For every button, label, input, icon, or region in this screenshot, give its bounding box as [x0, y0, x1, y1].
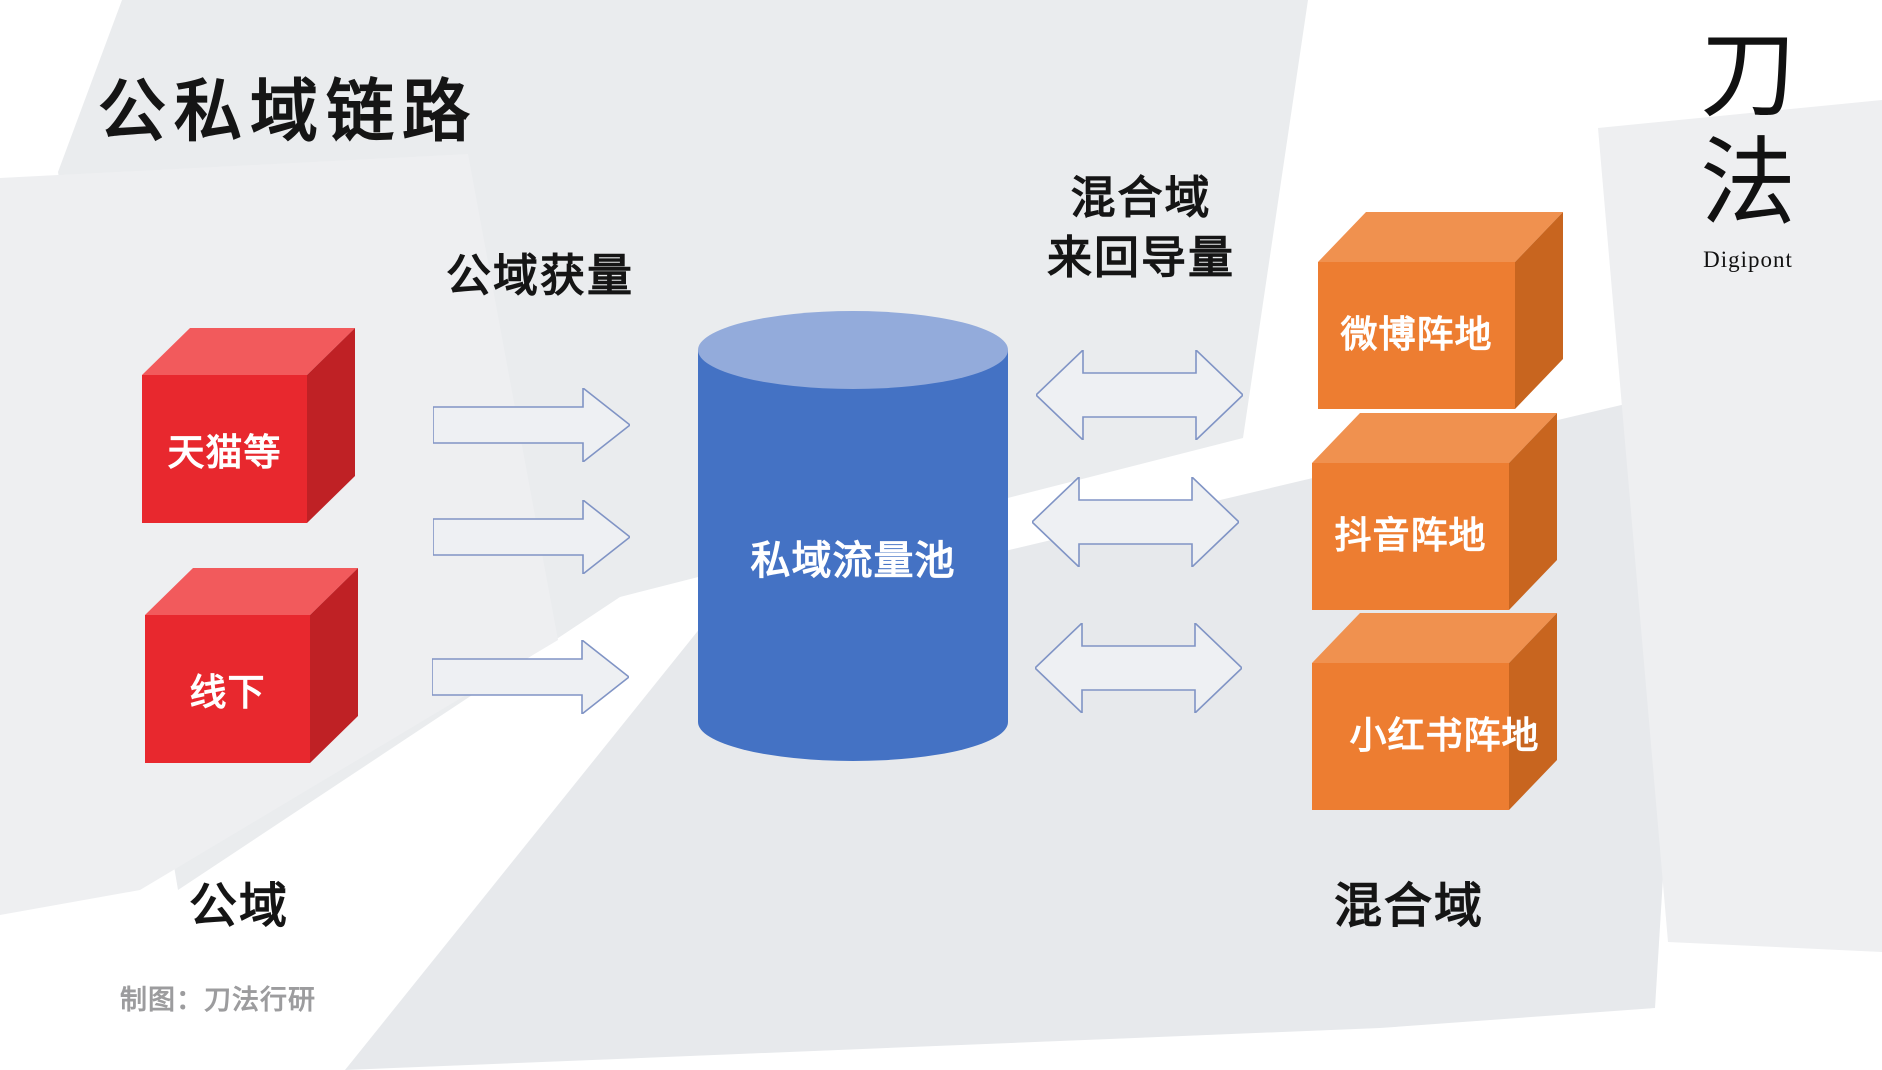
brand-logo-subtitle: Digipont [1703, 247, 1793, 273]
node-private-pool: 私域流量池 [698, 311, 1008, 761]
brand-logo-char-1: 刀 [1700, 22, 1796, 129]
cylinder-top [698, 311, 1008, 389]
cube-front-face [142, 375, 307, 523]
cube-top-face [1312, 613, 1557, 663]
arrow-both-1 [1036, 350, 1243, 440]
cube-side-face [1509, 413, 1557, 610]
cube-top-face [1312, 413, 1557, 463]
label-zone-mixed: 混合域 [1333, 880, 1484, 933]
arrow-right-2 [433, 500, 630, 574]
node-label: 小红书阵地 [1349, 715, 1540, 757]
cube-top-face [142, 328, 355, 375]
page-title: 公私域链路 [98, 74, 479, 150]
node-mixed-channel-douyin: 抖音阵地 [1312, 413, 1557, 610]
cube-front-face [1312, 663, 1509, 810]
node-label: 线下 [189, 672, 266, 713]
node-mixed-channel-weibo: 微博阵地 [1318, 212, 1563, 409]
cube-top-face [145, 568, 358, 615]
label-mixed-flow-line2: 来回导量 [1046, 232, 1235, 284]
node-label: 微博阵地 [1340, 314, 1493, 356]
node-label: 私域流量池 [750, 539, 956, 583]
brand-logo: 刀 法 Digipont [1688, 22, 1808, 273]
cube-front-face [1318, 262, 1515, 409]
node-label: 抖音阵地 [1334, 515, 1487, 557]
node-public-channel-offline: 线下 [145, 568, 358, 763]
arrow-both-3 [1035, 623, 1242, 713]
node-public-channel-tmall: 天猫等 [142, 328, 355, 523]
label-mixed-flow: 混合域 来回导量 [1021, 168, 1261, 289]
arrow-right-1 [433, 388, 630, 462]
background-shape-left [0, 154, 558, 915]
credit-text: 制图：刀法行研 [120, 985, 316, 1015]
cube-side-face [310, 568, 358, 763]
arrow-both-2 [1032, 477, 1239, 567]
cube-side-face [1509, 613, 1557, 810]
cube-front-face [1312, 463, 1509, 610]
cube-side-face [307, 328, 355, 523]
label-public-acquisition: 公域获量 [445, 250, 634, 301]
node-label: 天猫等 [167, 432, 282, 473]
cube-front-face [145, 615, 310, 763]
brand-logo-char-2: 法 [1700, 129, 1796, 237]
cube-side-face [1515, 212, 1563, 409]
cube-top-face [1318, 212, 1563, 262]
label-zone-public: 公域 [188, 880, 289, 933]
cylinder-body [698, 350, 1008, 761]
background-shape-logo [1598, 100, 1882, 952]
label-mixed-flow-line1: 混合域 [1070, 172, 1212, 223]
arrow-right-3 [432, 640, 629, 714]
node-mixed-channel-xiaohongshu: 小红书阵地 [1312, 613, 1557, 810]
